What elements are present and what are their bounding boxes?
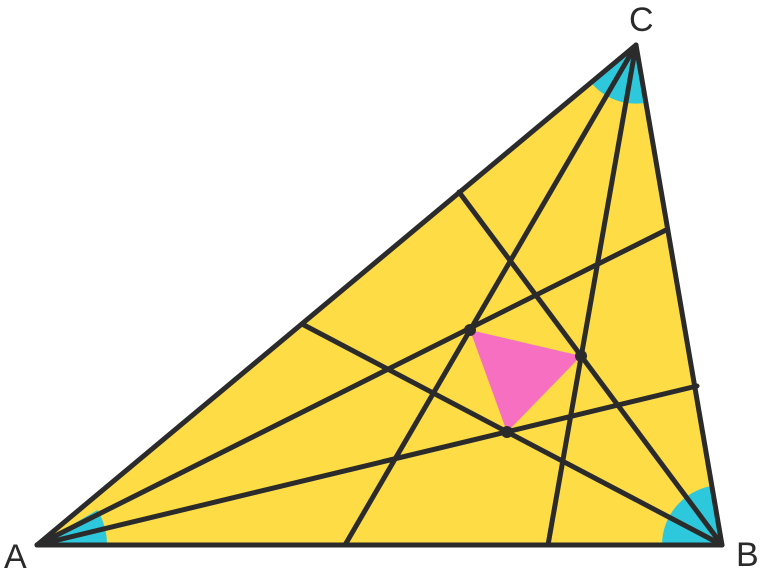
intersection-point [575, 350, 587, 362]
vertex-label-c: C [629, 1, 654, 39]
trisectors-c [342, 42, 639, 548]
intersection-point [464, 324, 476, 336]
trisector-c-left [342, 42, 639, 548]
trisector-a-lower [34, 383, 700, 548]
main-triangle [37, 45, 722, 545]
trisector-b-upper [456, 189, 725, 548]
trisector-c-right [545, 42, 639, 548]
vertex-label-a: A [4, 538, 27, 570]
vertex-label-b: B [736, 536, 759, 570]
angle-mark-b [662, 485, 722, 545]
intersection-point [501, 426, 513, 438]
trisector-a-upper [34, 227, 669, 548]
inner-triangle [470, 330, 581, 432]
trisectors-a [34, 227, 700, 548]
main-triangle-outline [34, 42, 725, 548]
